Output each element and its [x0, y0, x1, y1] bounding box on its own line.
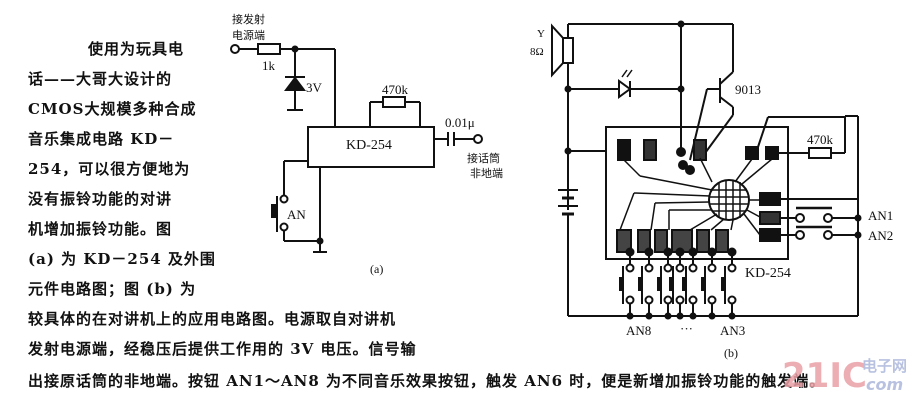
- label-resistor-1k: 1k: [262, 58, 275, 73]
- pad-bond: [625, 247, 635, 257]
- article-line-8: (a) 为 KD－254 及外围: [28, 250, 216, 268]
- button-terminal: [727, 295, 737, 305]
- junction: [645, 312, 653, 320]
- junction: [676, 312, 684, 320]
- button-terminal: [663, 263, 673, 273]
- junction: [689, 312, 697, 320]
- pushbutton: [701, 277, 706, 291]
- article-line-10: 较具体的在对讲机上的应用电路图。电源取自对讲机: [28, 310, 397, 328]
- speaker-coil: [562, 37, 574, 64]
- label-power-in-2: 电源端: [232, 30, 265, 42]
- pushbutton: [657, 277, 662, 291]
- article-line-1: 使用为玩具电: [88, 40, 185, 58]
- watermark-com: com: [866, 375, 904, 394]
- pad-bond: [688, 247, 698, 257]
- button-terminal: [707, 263, 717, 273]
- label-speaker-impedance: 8Ω: [530, 46, 544, 58]
- pushbutton: [638, 277, 643, 291]
- watermark-cn: 电子网: [862, 357, 908, 375]
- button-an: [271, 204, 277, 218]
- pushbutton: [619, 277, 624, 291]
- pad-bond: [663, 247, 673, 257]
- label-an2: AN2: [868, 228, 894, 243]
- button-terminal: [663, 295, 673, 305]
- label-capacitor: 0.01μ: [445, 115, 475, 130]
- pad-bond: [707, 247, 717, 257]
- chip-die: [708, 179, 750, 221]
- button-terminal: [688, 263, 698, 273]
- caption-b: (b): [724, 346, 738, 360]
- label-ic-a: KD-254: [346, 138, 392, 153]
- bottom-button-array: [616, 229, 729, 253]
- button-terminal: [727, 263, 737, 273]
- speaker-cone: [551, 23, 564, 78]
- article-line-12: 出接原话筒的非地端。按钮 AN1～AN8 为不同音乐效果按钮，触发 AN6 时，…: [28, 372, 826, 390]
- junction: [664, 312, 672, 320]
- ic-kd254-b: [605, 126, 789, 260]
- caption-a: (a): [370, 262, 384, 276]
- pushbutton: [669, 277, 674, 291]
- button-terminal: [707, 295, 717, 305]
- article-line-4: 音乐集成电路 KD－: [28, 130, 175, 148]
- label-ellipsis: ···: [680, 321, 693, 336]
- label-power-in-1: 接发射: [232, 14, 265, 26]
- junction: [728, 312, 736, 320]
- label-zener-3v: 3V: [306, 80, 322, 95]
- label-speaker-y: Y: [537, 28, 545, 40]
- button-terminal: [675, 295, 685, 305]
- button-terminal: [625, 263, 635, 273]
- terminal-mic: [473, 134, 483, 144]
- pushbutton: [682, 277, 687, 291]
- button-terminal: [688, 295, 698, 305]
- label-button-an: AN: [287, 207, 306, 222]
- resistor-470k-b: [808, 147, 832, 159]
- label-mic-1: 接话筒: [467, 153, 500, 165]
- junction: [626, 312, 634, 320]
- article-line-11: 发射电源端，经稳压后提供工作用的 3V 电压。信号输: [28, 340, 417, 358]
- label-resistor-470k-a: 470k: [382, 82, 408, 97]
- pad-bond: [644, 247, 654, 257]
- pad-bond: [675, 247, 685, 257]
- label-an8: AN8: [626, 323, 652, 338]
- button-terminal: [644, 295, 654, 305]
- button-terminal: [675, 263, 685, 273]
- label-mic-2: 非地端: [470, 168, 503, 180]
- article-line-3: CMOS大规模多种合成: [28, 100, 197, 118]
- led: [618, 79, 632, 99]
- pushbutton: [721, 277, 726, 291]
- article-line-6: 没有振铃功能的对讲: [28, 190, 173, 208]
- label-an3: AN3: [720, 323, 746, 338]
- label-an1: AN1: [868, 208, 894, 223]
- watermark-logo: 21IC: [782, 356, 867, 396]
- label-transistor: 9013: [735, 82, 761, 97]
- label-resistor-470k-b: 470k: [807, 132, 833, 147]
- article-line-7: 机增加振铃功能。图: [28, 220, 173, 238]
- label-ic-b: KD-254: [745, 266, 791, 281]
- button-terminal: [625, 295, 635, 305]
- article-line-2: 话——大哥大设计的: [28, 70, 173, 88]
- pad-bond: [727, 247, 737, 257]
- article-line-5: 254，可以很方便地为: [28, 160, 191, 178]
- article-line-9: 元件电路图；图 (b) 为: [28, 280, 197, 298]
- junction: [708, 312, 716, 320]
- button-terminal: [644, 263, 654, 273]
